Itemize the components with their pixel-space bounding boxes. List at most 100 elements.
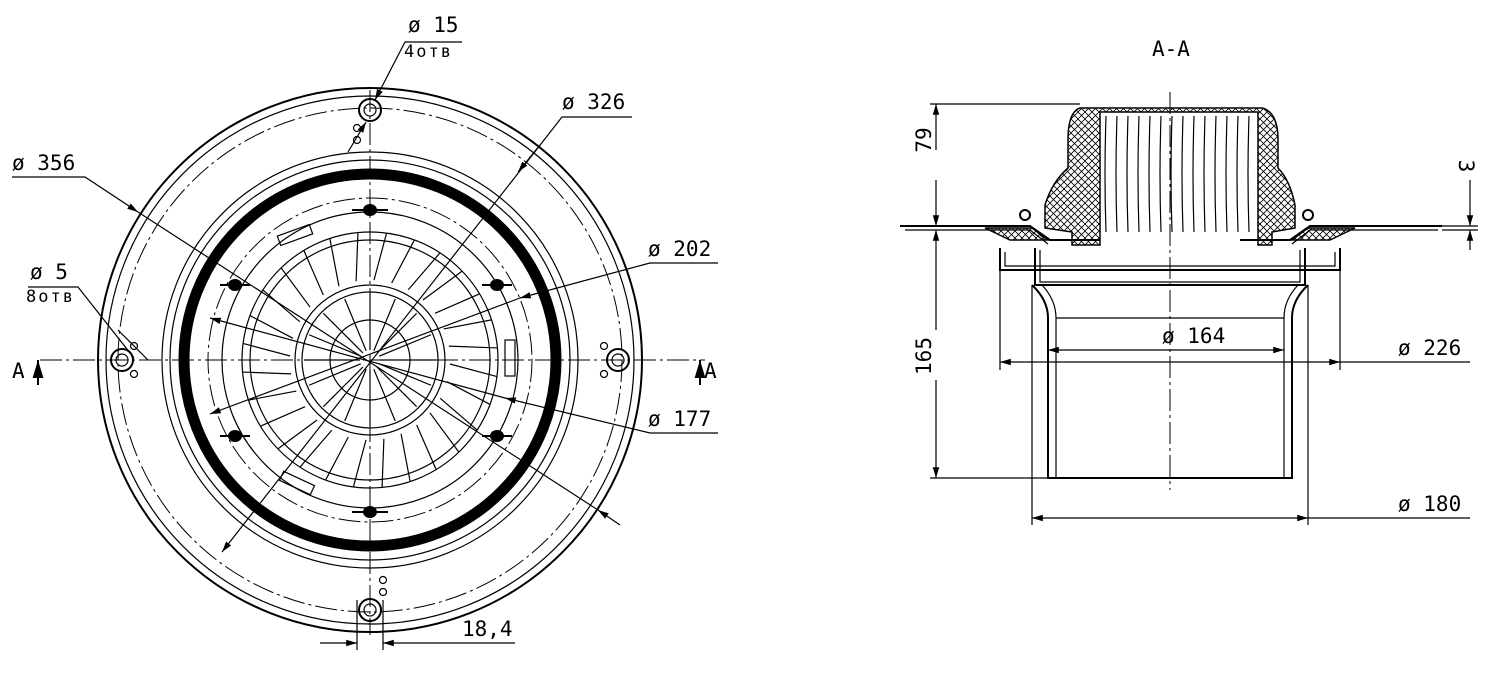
grate-rib <box>448 345 498 349</box>
dome-rib <box>1126 115 1129 233</box>
cap-rib <box>373 298 396 351</box>
grate-rib <box>277 419 318 450</box>
left-nut <box>1019 209 1031 221</box>
grate-rib <box>439 397 478 431</box>
grate-rib <box>303 250 324 296</box>
grate-ribs <box>242 232 498 488</box>
dome-rib <box>1214 115 1217 233</box>
cap-rib <box>308 363 361 386</box>
grate-ring <box>241 231 499 489</box>
d15-label: ø 15 <box>408 13 459 37</box>
pipe-outer <box>1031 284 1309 479</box>
grate-rib <box>429 412 460 453</box>
dome-rib <box>1225 115 1228 233</box>
clamp-ring-outer <box>161 151 579 569</box>
grate-rib <box>355 232 359 282</box>
d356-label: ø 356 <box>12 151 75 175</box>
dim-165-label: 165 <box>912 337 936 375</box>
dome-rib <box>1148 115 1151 233</box>
grate-rib <box>260 406 306 427</box>
outer-flange-edge <box>97 87 643 633</box>
cap-rib <box>344 298 367 351</box>
d202-label: ø 202 <box>648 237 711 261</box>
dome-rib <box>1115 115 1118 233</box>
collar-walls <box>1034 248 1306 286</box>
grate-rib <box>416 424 437 470</box>
cap-rib <box>344 369 367 422</box>
grate-rib <box>262 289 301 323</box>
section-view: A-A <box>900 37 1478 525</box>
grate-rib <box>329 238 340 287</box>
collar-walls-inner <box>1039 250 1301 283</box>
dome-section <box>1044 107 1296 246</box>
dome-rib <box>1247 115 1250 233</box>
clamp-bolts <box>220 204 512 518</box>
grate-rib <box>443 319 492 330</box>
cap-rib <box>379 363 432 386</box>
clamp-ring-step <box>169 159 571 561</box>
grate-rib <box>381 438 385 488</box>
grate-rib <box>242 342 291 357</box>
holes8-label: 8отв <box>26 287 75 307</box>
flange-bottom <box>905 229 1438 245</box>
plan-dimensions <box>12 41 718 650</box>
flange-top <box>900 225 1442 241</box>
cap-rib <box>379 334 432 357</box>
mounting-holes-15 <box>110 98 630 622</box>
d164-label: ø 164 <box>1162 324 1225 348</box>
grate-rib <box>352 439 367 488</box>
d226-label: ø 226 <box>1398 336 1461 360</box>
dome-rib <box>1181 115 1184 233</box>
d180-label: ø 180 <box>1398 492 1461 516</box>
dim-18-4-label: 18,4 <box>462 617 513 641</box>
grate-rib <box>422 270 463 301</box>
inner-bolt-circle <box>207 197 533 523</box>
dome-rib <box>1159 115 1162 233</box>
holes4-label: 4отв <box>404 42 453 62</box>
grate-rib <box>434 293 480 314</box>
grate-rib <box>449 363 498 378</box>
section-dimensions <box>905 103 1478 525</box>
cap-rib <box>376 366 418 408</box>
dim-3-label: 3 <box>1454 160 1478 173</box>
d177-label: ø 177 <box>648 407 711 431</box>
section-title: A-A <box>1152 37 1190 61</box>
grate-rib <box>373 232 388 281</box>
dome-rib <box>1104 115 1107 233</box>
cap-rib <box>376 312 418 354</box>
right-clamp-section <box>1289 227 1356 241</box>
dome-ribs <box>1104 115 1250 233</box>
dim-79-label: 79 <box>912 127 936 152</box>
grate-rib <box>400 433 411 482</box>
right-nut <box>1302 209 1314 221</box>
grate-rib <box>391 239 415 284</box>
cap-rib <box>322 312 364 354</box>
grate-rib <box>242 371 292 375</box>
grate-rib <box>249 315 294 339</box>
grate-rib <box>446 381 491 405</box>
dome-rib <box>1170 115 1173 233</box>
cap-rib <box>373 369 396 422</box>
cap-inner <box>301 291 439 429</box>
bolt-circle <box>117 107 623 613</box>
dome-rib <box>1203 115 1206 233</box>
sealing-ring <box>178 168 562 552</box>
upper-collar <box>999 248 1341 271</box>
dome-rib <box>1192 115 1195 233</box>
dome-rib <box>1137 115 1140 233</box>
dome-rib <box>1236 115 1239 233</box>
cap-ribs <box>304 294 436 426</box>
d326-label: ø 326 <box>562 90 625 114</box>
upper-collar-inner <box>1004 252 1336 267</box>
grate-rib <box>280 267 311 308</box>
cap-rib <box>322 366 364 408</box>
section-mark-left: A <box>12 359 25 383</box>
cap-outer <box>294 284 446 436</box>
grate-rib <box>407 252 441 291</box>
outer-flange-inner-edge <box>105 95 635 625</box>
cap-rib <box>308 334 361 357</box>
section-mark-right: A <box>704 359 717 383</box>
plan-view: ø 15 4отв ø 326 ø 356 ø 5 8отв ø 202 ø 1… <box>12 13 718 650</box>
d5-label: ø 5 <box>30 260 68 284</box>
